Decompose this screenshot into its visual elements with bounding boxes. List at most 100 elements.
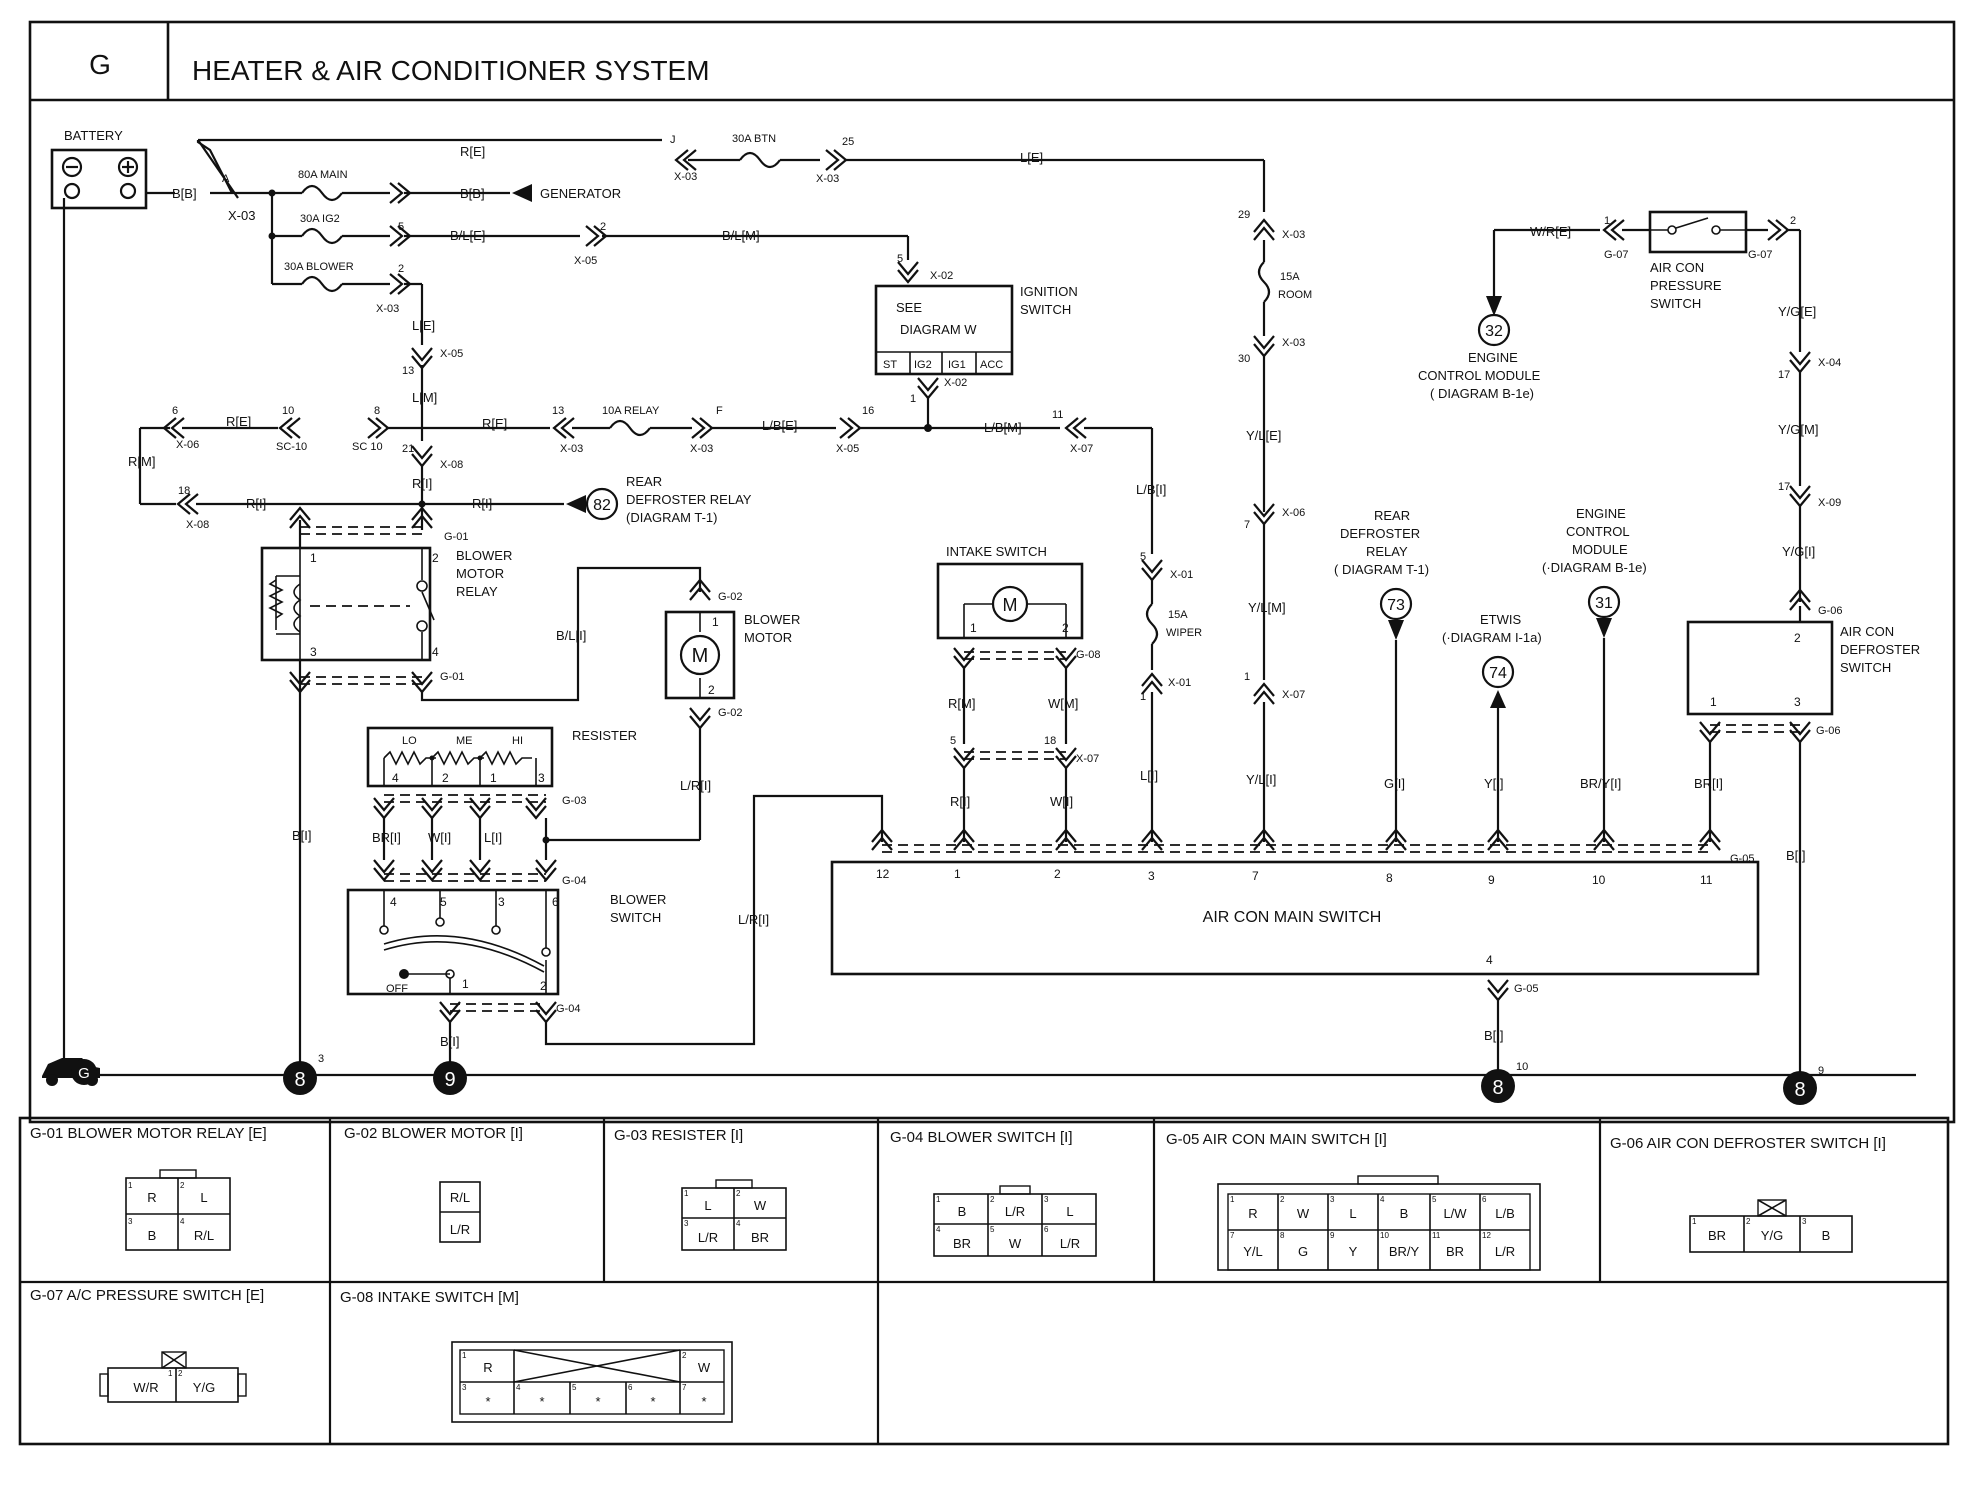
wire-label: Y/G[E] bbox=[1778, 304, 1816, 319]
cell-value: B bbox=[1400, 1206, 1409, 1221]
cell-pin: 4 bbox=[180, 1217, 185, 1226]
connector-label: X-04 bbox=[1818, 357, 1841, 369]
pin-label: 11 bbox=[1700, 873, 1713, 887]
wire-label: B/L[I] bbox=[556, 628, 586, 643]
connector-label: G-01 bbox=[444, 531, 468, 543]
switch-label: BLOWER bbox=[610, 892, 666, 907]
connector-table-title: G-07 A/C PRESSURE SWITCH [E] bbox=[30, 1287, 264, 1304]
wire-label: B[I] bbox=[1786, 848, 1806, 863]
pin-label: 1 bbox=[910, 393, 916, 405]
wire-label: B[I] bbox=[292, 828, 312, 843]
connector-face-g01: 1 R 2 L 3 B 4 R/L bbox=[125, 1169, 231, 1251]
connector-label: X-06 bbox=[1282, 507, 1305, 519]
wire-label: L/R[I] bbox=[738, 912, 769, 927]
pin-label: 8 bbox=[374, 405, 380, 417]
cell-pin: 3 bbox=[1044, 1195, 1049, 1204]
main-switch-connector-row: G-05 bbox=[871, 828, 1754, 865]
ref-31: 31 bbox=[1595, 595, 1613, 612]
cell-value: L/R bbox=[698, 1230, 718, 1245]
pin-label: 4 bbox=[432, 645, 439, 659]
relay-label: BLOWER bbox=[456, 548, 512, 563]
cell-pin: 4 bbox=[736, 1219, 741, 1228]
cell-pin: 9 bbox=[1330, 1231, 1335, 1240]
connector-label: X-05 bbox=[836, 443, 859, 455]
ref-74: 74 bbox=[1489, 665, 1507, 682]
cell-value: B bbox=[958, 1204, 967, 1219]
pin-label: 5 bbox=[1140, 551, 1146, 563]
connector-label: X-03 bbox=[560, 443, 583, 455]
pin-label: 1 bbox=[970, 621, 977, 635]
ground-symbol-letter: G bbox=[78, 1065, 90, 1082]
cell-pin: 2 bbox=[1280, 1195, 1285, 1204]
ignition-switch: 5 X-02 SEE DIAGRAM W ST IG2 IG1 ACC IGNI… bbox=[874, 253, 1078, 405]
wire-label: Y/G[M] bbox=[1778, 422, 1818, 437]
cell-pin: 7 bbox=[682, 1383, 687, 1392]
wire-label: B[I] bbox=[1484, 1028, 1504, 1043]
connector-table-title: G-03 RESISTER [I] bbox=[614, 1127, 743, 1144]
cell-pin: 1 bbox=[168, 1369, 173, 1378]
cell-value: L bbox=[1066, 1204, 1073, 1219]
resister-tap: LO bbox=[402, 735, 417, 747]
pin-label: F bbox=[716, 405, 723, 417]
terminal-st: ST bbox=[883, 359, 897, 371]
cell-pin: 2 bbox=[682, 1351, 687, 1360]
connector-label: X-02 bbox=[930, 270, 953, 282]
cell-value: Y bbox=[1349, 1244, 1358, 1259]
wire-label: L/B[I] bbox=[1136, 482, 1166, 497]
cell-value: * bbox=[595, 1394, 600, 1409]
connector-face-g07: 1 W/R 2 Y/G bbox=[99, 1351, 247, 1403]
resister: LO ME HI 4 2 1 3 RESISTER G-03 bbox=[366, 726, 637, 820]
pin-label: 3 bbox=[538, 771, 545, 785]
pressure-switch-label: PRESSURE bbox=[1650, 278, 1722, 293]
pin-label: 3 bbox=[1794, 695, 1801, 709]
cell-value: B bbox=[1822, 1228, 1831, 1243]
cell-pin: 12 bbox=[1482, 1231, 1491, 1240]
cell-pin: 3 bbox=[1330, 1195, 1335, 1204]
pin-label: 25 bbox=[842, 136, 854, 148]
wire-label: R[I] bbox=[950, 794, 970, 809]
cell-pin: 1 bbox=[462, 1351, 467, 1360]
connector-label: G-07 bbox=[1748, 249, 1772, 261]
terminal-acc: ACC bbox=[980, 359, 1003, 371]
pin-label: 7 bbox=[1244, 519, 1250, 531]
cell-pin: 6 bbox=[1482, 1195, 1487, 1204]
pin-label: 1 bbox=[1604, 215, 1610, 227]
wire-label: BR[I] bbox=[1694, 776, 1723, 791]
ground-number: 8 bbox=[294, 1069, 305, 1091]
cell-value: B bbox=[148, 1228, 157, 1243]
wire-label: Y/L[I] bbox=[1246, 772, 1276, 787]
connector-table-title: G-05 AIR CON MAIN SWITCH [I] bbox=[1166, 1131, 1387, 1148]
cell-pin: 3 bbox=[462, 1383, 467, 1392]
cell-value: * bbox=[701, 1394, 706, 1409]
cell-value: W/R bbox=[133, 1380, 158, 1395]
page-frame bbox=[28, 20, 1956, 1124]
wire-label: R[M] bbox=[948, 696, 975, 711]
pin-label: 4 bbox=[392, 771, 399, 785]
fuse-label: 80A MAIN bbox=[298, 169, 348, 181]
connector-table-title: G-06 AIR CON DEFROSTER SWITCH [I] bbox=[1610, 1135, 1886, 1152]
pin-label: 16 bbox=[862, 405, 874, 417]
pin-label: 1 bbox=[1710, 695, 1717, 709]
switch-label: SWITCH bbox=[610, 910, 661, 925]
pin-label: 5 bbox=[950, 735, 956, 747]
wire-label: Y[I] bbox=[1484, 776, 1504, 791]
generator-label: GENERATOR bbox=[540, 186, 621, 201]
blower-motor: G-02 1 M 2 BLOWER MOTOR G-02 bbox=[664, 578, 800, 730]
pin-label: 2 bbox=[1054, 867, 1061, 881]
pin-label: 2 bbox=[708, 683, 715, 697]
fuse-label: 10A RELAY bbox=[602, 405, 660, 417]
cell-value: L/R bbox=[1005, 1204, 1025, 1219]
connector-table-title: G-01 BLOWER MOTOR RELAY [E] bbox=[30, 1125, 267, 1142]
resister-tap: ME bbox=[456, 735, 473, 747]
cell-pin: 11 bbox=[1432, 1231, 1441, 1240]
connector-table: G-01 BLOWER MOTOR RELAY [E] G-02 BLOWER … bbox=[18, 1116, 1950, 1446]
connector-table-title: G-04 BLOWER SWITCH [I] bbox=[890, 1129, 1073, 1146]
pin-label: 2 bbox=[1062, 621, 1069, 635]
connector-label: X-03 bbox=[816, 173, 839, 185]
cell-pin: 1 bbox=[1230, 1195, 1235, 1204]
resister-tap: HI bbox=[512, 735, 523, 747]
ecm-label: ENGINE bbox=[1468, 350, 1518, 365]
pin-label: 1 bbox=[712, 615, 719, 629]
cell-value: G bbox=[1298, 1244, 1308, 1259]
ground-point: 9 bbox=[433, 1061, 467, 1095]
